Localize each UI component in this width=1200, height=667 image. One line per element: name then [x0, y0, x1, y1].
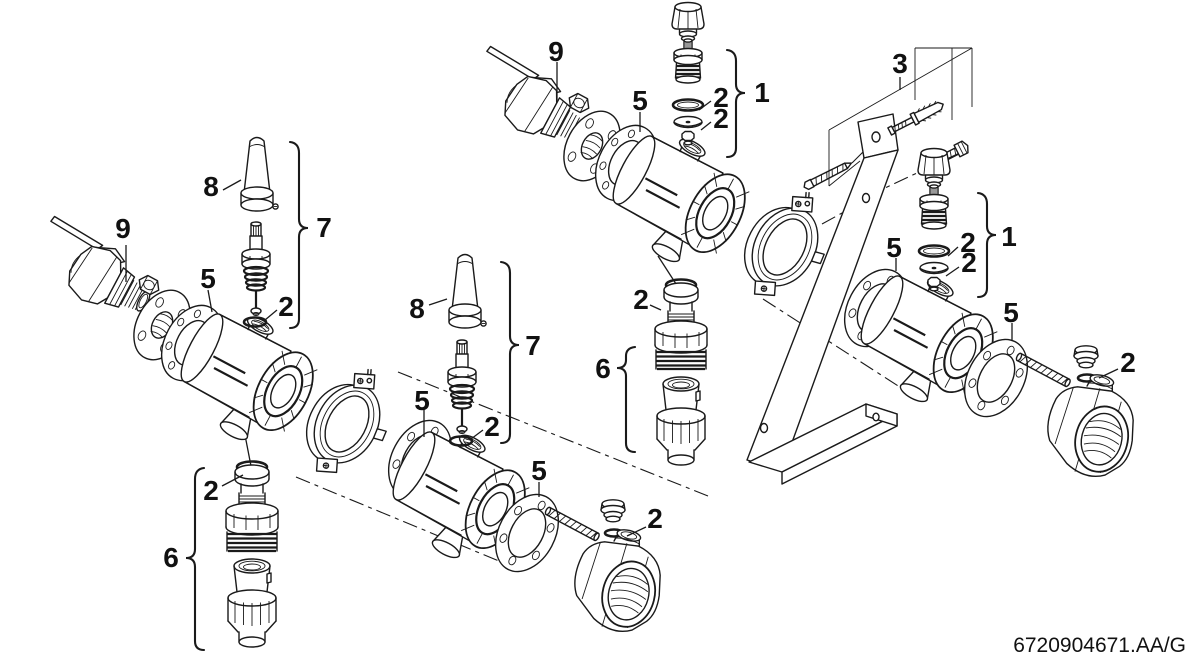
brace-group-7-center [499, 260, 520, 445]
connector-line [657, 255, 679, 288]
mounting-bracket-group [746, 47, 973, 485]
document-id: 6720904671.AA/G [1013, 634, 1186, 657]
callout-5-center-right: 5 [531, 455, 547, 486]
callout-5-far-right: 5 [1003, 297, 1019, 328]
probe-cover [240, 136, 279, 212]
plug-cap [1073, 345, 1099, 369]
callout-1-top: 1 [754, 77, 770, 108]
callout-braces [185, 48, 997, 652]
elbow-fitting [1036, 364, 1148, 485]
o-ring [448, 435, 474, 447]
union-fitting [224, 460, 280, 649]
callout-9-top: 9 [548, 36, 564, 67]
assembly-left [24, 136, 411, 649]
callout-2-top-disc: 2 [713, 103, 729, 134]
cap-cartridge-kit [916, 147, 952, 293]
bracket-plate [746, 113, 899, 485]
callout-2-left-oring: 2 [278, 291, 294, 322]
assembly-right [831, 147, 1148, 485]
callout-7-center: 7 [525, 330, 541, 361]
callout-leaders [125, 62, 1119, 537]
callout-5-left: 5 [200, 263, 216, 294]
brace-group-6-left [185, 466, 206, 652]
callout-5-center-left: 5 [414, 385, 430, 416]
plug-cap [600, 499, 626, 523]
lag-screw [801, 158, 854, 192]
union-fitting [653, 278, 709, 467]
callout-8-center: 8 [409, 293, 425, 324]
brace-group-1-right [976, 191, 997, 299]
callout-2-union-right: 2 [633, 284, 649, 315]
callout-2-right-disc: 2 [961, 247, 977, 278]
callout-2-center-oring: 2 [484, 411, 500, 442]
callout-1-right: 1 [1001, 221, 1017, 252]
brace-group-1-top [725, 48, 746, 159]
callout-5-right-left: 5 [886, 232, 902, 263]
elbow-fitting [563, 519, 675, 640]
callout-9-left: 9 [115, 213, 131, 244]
wall-anchor [885, 97, 948, 139]
o-ring [242, 316, 268, 328]
callout-2-right-plug: 2 [1120, 347, 1136, 378]
callout-8-left: 8 [203, 171, 219, 202]
callout-6-left: 6 [163, 542, 179, 573]
callout-2-center-plug: 2 [647, 503, 663, 534]
callout-labels: 9 5 2 2 1 3 8 7 9 5 2 2 6 8 7 5 2 5 2 2 … [115, 36, 1136, 573]
callout-2-left-union: 2 [203, 475, 219, 506]
sensor-electrode [446, 338, 478, 435]
callout-2-top-oring: 2 [713, 82, 729, 113]
brace-group-7-left [288, 140, 309, 330]
probe-cover [448, 253, 487, 329]
callout-7-left: 7 [316, 212, 332, 243]
callout-6-right: 6 [595, 353, 611, 384]
callout-2-right-oring: 2 [960, 227, 976, 258]
callout-5-top: 5 [632, 85, 648, 116]
cap-cartridge-kit [670, 1, 706, 147]
brace-group-6-right [616, 345, 637, 454]
assembly-center [372, 253, 675, 640]
sensor-electrode [240, 220, 272, 317]
callout-3-bracket: 3 [892, 48, 908, 79]
